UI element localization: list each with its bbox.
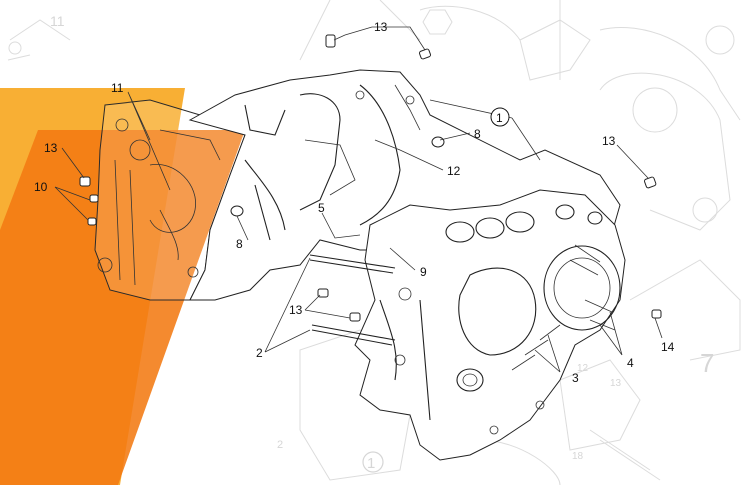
callout-3: 3 (572, 371, 579, 385)
screw-13-top-right (418, 48, 432, 60)
screw-10-a (89, 194, 99, 203)
small-fasteners (79, 34, 662, 371)
ghost-label-18: 18 (572, 451, 584, 462)
studs-4 (569, 244, 616, 331)
long-stud-bolts (309, 254, 396, 346)
ghost-label-11: 11 (50, 13, 65, 29)
dowel-8-left (230, 205, 244, 217)
ghost-label-12: 12 (577, 363, 589, 374)
screw-13-mid-a (317, 288, 329, 298)
callout-10: 10 (34, 180, 48, 194)
callout-2: 2 (256, 346, 263, 360)
callout-4: 4 (627, 356, 634, 370)
screw-13-right (643, 176, 657, 189)
ghost-label-13: 13 (610, 378, 622, 389)
screw-13-left (79, 176, 91, 187)
callout-8-left: 8 (236, 237, 243, 251)
ghost-label-2: 2 (277, 439, 283, 451)
leader-lines (54, 26, 663, 373)
callout-9: 9 (420, 265, 427, 279)
callout-circle-1 (490, 107, 510, 127)
screw-14 (651, 309, 662, 319)
callout-13-right: 13 (602, 134, 616, 148)
dowel-8-top (431, 136, 445, 148)
callout-11: 11 (111, 81, 124, 95)
callout-1: 1 (496, 111, 503, 125)
studs-3 (511, 324, 561, 371)
background-ghost-drawing (7, 0, 741, 485)
callout-8-top: 8 (474, 127, 481, 141)
ghost-label-1: 1 (367, 455, 375, 472)
callout-labels: 13 1 8 12 13 11 13 10 5 8 9 13 2 3 4 14 (34, 20, 675, 385)
orange-band-dark (0, 130, 245, 485)
screw-10-b (87, 217, 97, 226)
ghost-callout-circle (362, 451, 384, 473)
crankcase-front-half (354, 189, 626, 461)
callout-12: 12 (447, 164, 461, 178)
callout-13-mid: 13 (289, 303, 303, 317)
callout-13-left: 13 (44, 141, 58, 155)
callout-5: 5 (318, 201, 325, 215)
ghost-label-7-right: 7 (700, 348, 714, 378)
callout-13-top: 13 (374, 20, 388, 34)
screw-13-mid-b (349, 312, 361, 322)
callout-14: 14 (661, 340, 675, 354)
screw-13-top (325, 34, 336, 48)
